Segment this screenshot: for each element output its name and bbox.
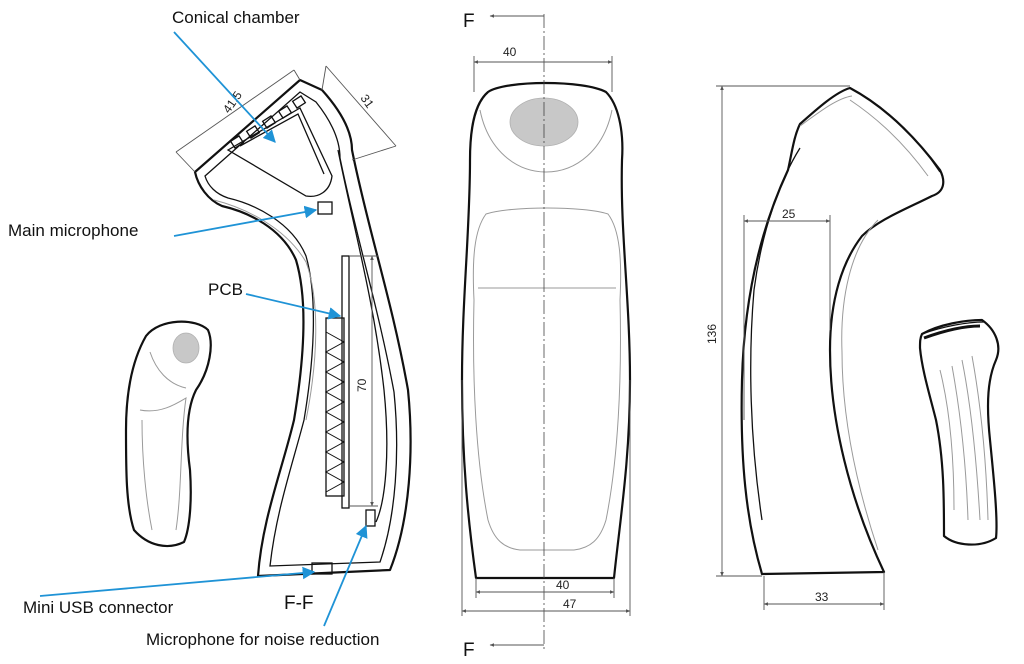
leader-mini-usb [39,566,316,597]
dim-pcb-length-text: 70 [355,378,369,392]
leader-main-microphone [173,205,318,237]
dim-chamber-width-text: 41.5 [220,88,245,115]
label-conical-chamber: Conical chamber [172,8,300,27]
conical-chamber-shape [226,107,333,198]
dim-side-height-text: 136 [705,324,719,344]
dim-front-bottom-outer: 47 [461,380,631,616]
section-view: 41.5 31 70 [175,65,412,578]
dim-side-base: 33 [763,572,885,610]
label-main-microphone: Main microphone [8,221,138,240]
dim-front-top-text: 40 [503,45,517,59]
dim-chamber-depth-text: 31 [358,92,377,111]
callouts: Conical chamber Main microphone PCB Mini… [8,8,379,649]
dim-front-top: 40 [473,45,613,92]
leader-pcb [245,293,342,320]
section-label: F-F [284,593,314,614]
main-microphone-part [317,201,333,215]
section-marker-bottom: F [463,640,544,661]
front-view: F F 40 40 47 [460,11,632,661]
section-marker-bottom-text: F [463,640,475,661]
pcb-board [341,255,350,509]
dim-side-grip-text: 25 [782,207,796,221]
dim-side-height: 136 [705,85,850,577]
label-mini-usb: Mini USB connector [23,598,174,617]
dim-front-bottom-inner: 40 [475,578,615,598]
leader-noise-microphone [323,524,368,627]
dim-side-base-text: 33 [815,590,829,604]
pcb-hatch [324,331,346,493]
perspective-view-right [918,318,1000,546]
noise-microphone-part [365,509,376,527]
dim-front-bottom-inner-text: 40 [556,578,570,592]
left-mic-spot [172,332,200,364]
section-marker-top: F [463,11,544,32]
label-pcb: PCB [208,280,243,299]
dim-pcb-length: 70 [349,255,378,507]
section-outer-shell [193,78,412,578]
leader-conical-chamber [173,31,276,143]
chamber-grill [229,95,307,149]
dim-side-grip: 25 [743,207,831,420]
section-marker-top-text: F [463,11,475,32]
perspective-view-left [124,320,212,548]
side-view: 136 25 33 [705,85,945,610]
label-noise-microphone: Microphone for noise reduction [146,630,379,649]
dim-front-bottom-outer-text: 47 [563,597,577,611]
